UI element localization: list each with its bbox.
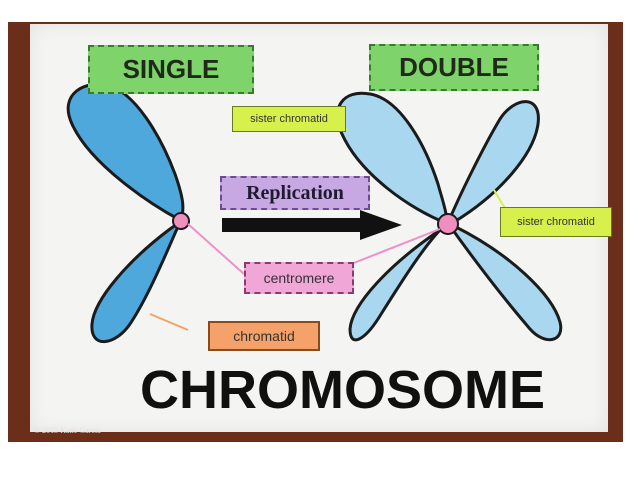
label-replication: Replication xyxy=(220,176,370,210)
double-chromatid-lower-left xyxy=(348,224,446,342)
single-chromosome-drawing xyxy=(66,82,190,344)
poster-title: CHROMOSOME xyxy=(140,360,545,420)
label-centromere: centromere xyxy=(244,262,354,294)
single-centromere xyxy=(172,212,190,230)
sister-pointer-right xyxy=(493,189,507,211)
chromatid-pointer xyxy=(149,313,189,331)
double-chromatid-upper-right xyxy=(445,100,540,225)
label-sister-chromatid-left: sister chromatid xyxy=(232,106,346,132)
double-chromatid-lower-right xyxy=(447,224,563,342)
label-single: SINGLE xyxy=(88,45,254,94)
double-centromere xyxy=(437,213,459,235)
label-double: DOUBLE xyxy=(369,44,539,91)
centromere-pointer-left xyxy=(187,223,245,275)
single-chromatid-lower xyxy=(90,217,184,344)
photo: SINGLE DOUBLE sister chromatid sister ch… xyxy=(8,22,623,442)
single-chromatid-upper xyxy=(66,82,185,222)
copyright-text: © 2015 Katie Garcia xyxy=(34,426,101,435)
arrow-right-icon xyxy=(222,210,402,240)
poster-paper: SINGLE DOUBLE sister chromatid sister ch… xyxy=(30,24,612,432)
label-chromatid: chromatid xyxy=(208,321,320,351)
double-chromatid-upper-left xyxy=(335,91,448,225)
double-chromosome-drawing xyxy=(335,91,563,342)
label-sister-chromatid-right: sister chromatid xyxy=(500,207,612,237)
